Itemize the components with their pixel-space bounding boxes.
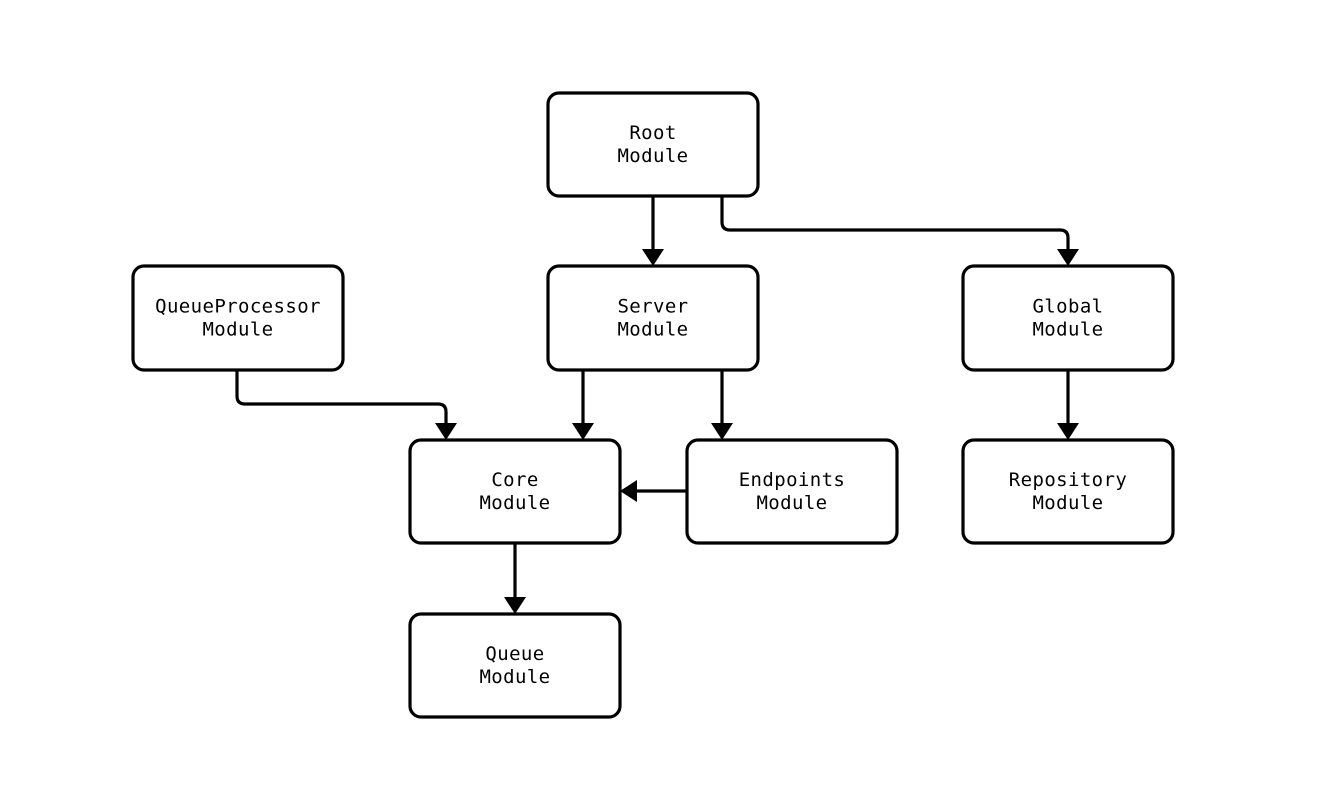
node-box[interactable] [408,438,622,545]
node-label-line2: Module [479,492,550,514]
node-label-line2: Module [202,319,273,341]
arrow-head-icon [1057,249,1079,266]
node-box[interactable] [131,264,345,372]
node-label-line1: Queue [485,643,544,665]
node-label-line1: Global [1032,296,1103,318]
edge-queueprocessor-to-core [235,370,457,440]
arrow-head-icon [642,249,664,266]
edge-endpoints-to-core [620,480,687,502]
arrow-head-icon [504,597,526,614]
edge-layer [235,196,1079,614]
edge-server-to-core [572,370,594,440]
edge-path [720,196,1070,257]
arrow-head-icon [435,423,457,440]
node-label-line1: Core [491,469,538,491]
edge-core-to-queue [504,543,526,614]
arrow-head-icon [620,480,637,502]
node-label-line2: Module [479,666,550,688]
node-box[interactable] [685,438,899,545]
node-box[interactable] [408,612,622,719]
node-box[interactable] [961,438,1175,545]
node-label-line1: Endpoints [739,469,846,491]
node-layer: RootModuleQueueProcessorModuleServerModu… [131,91,1175,719]
node-label-line2: Module [617,145,688,167]
arrow-head-icon [572,423,594,440]
node-label-line1: Root [629,122,676,144]
node-label-line2: Module [1032,319,1103,341]
node-box[interactable] [961,264,1175,372]
edge-global-to-repository [1057,370,1079,440]
node-box[interactable] [546,264,760,372]
node-label-line2: Module [1032,492,1103,514]
node-box[interactable] [546,91,760,198]
node-label-line2: Module [756,492,827,514]
edge-path [235,370,448,431]
edge-root-to-global [720,196,1079,266]
node-label-line2: Module [617,319,688,341]
node-label-line1: Repository [1009,469,1127,491]
node-label-line1: QueueProcessor [155,296,321,318]
edge-server-to-endpoints [711,370,733,440]
arrow-head-icon [1057,423,1079,440]
node-label-line1: Server [617,296,688,318]
arrow-head-icon [711,423,733,440]
edge-root-to-server [642,196,664,266]
